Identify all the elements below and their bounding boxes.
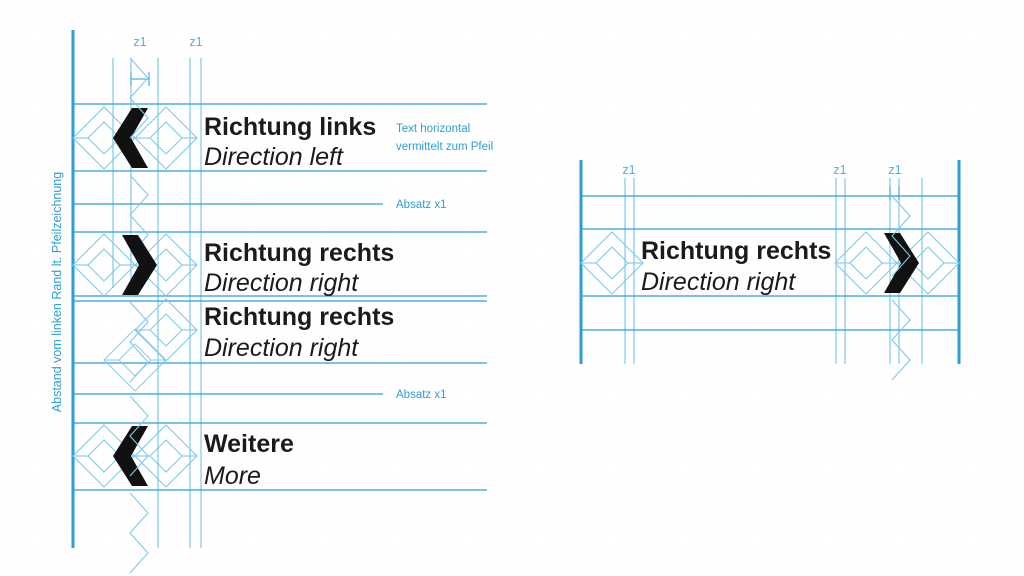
right-panel	[579, 160, 961, 381]
z1-dimension-ticks-right	[889, 186, 900, 200]
side-label-text: Abstand vom linken Rand lt. Pfeilzeichnu…	[50, 172, 64, 412]
row-4-label-de: Weitere	[204, 430, 294, 458]
right-row-label-en: Direction right	[641, 268, 796, 296]
anno-absatz-1: Absatz x1	[396, 199, 447, 211]
row-4-label-en: More	[204, 462, 261, 490]
r-z1-label-a: z1	[622, 163, 635, 177]
right-row-label-de: Richtung rechts	[641, 237, 831, 265]
z1-label-b: z1	[189, 35, 202, 49]
zigzag-chain-2	[129, 301, 149, 383]
horizontal-rules-right	[581, 195, 959, 331]
construction-row-2	[72, 233, 198, 297]
left-panel	[71, 30, 487, 574]
construction-row-3	[103, 298, 198, 392]
row-1-label-en: Direction left	[204, 143, 344, 171]
anno-text-horizontal-line2: vermittelt zum Pfeil	[396, 141, 493, 153]
construction-row-4	[72, 424, 198, 488]
construction-row-1	[72, 106, 198, 170]
z1-label-a: z1	[133, 35, 146, 49]
r-z1-label-c: z1	[888, 163, 901, 177]
r-z1-label-b: z1	[833, 163, 846, 177]
row-3-label-en: Direction right	[204, 334, 359, 362]
z1-dimension-ticks	[130, 72, 150, 86]
row-3-label-de: Richtung rechts	[204, 303, 394, 331]
row-2-label-de: Richtung rechts	[204, 239, 394, 267]
anno-absatz-2: Absatz x1	[396, 389, 447, 401]
row-2-label-en: Direction right	[204, 269, 359, 297]
row-1-label-de: Richtung links	[204, 113, 376, 141]
anno-text-horizontal-line1: Text horizontal	[396, 123, 470, 135]
